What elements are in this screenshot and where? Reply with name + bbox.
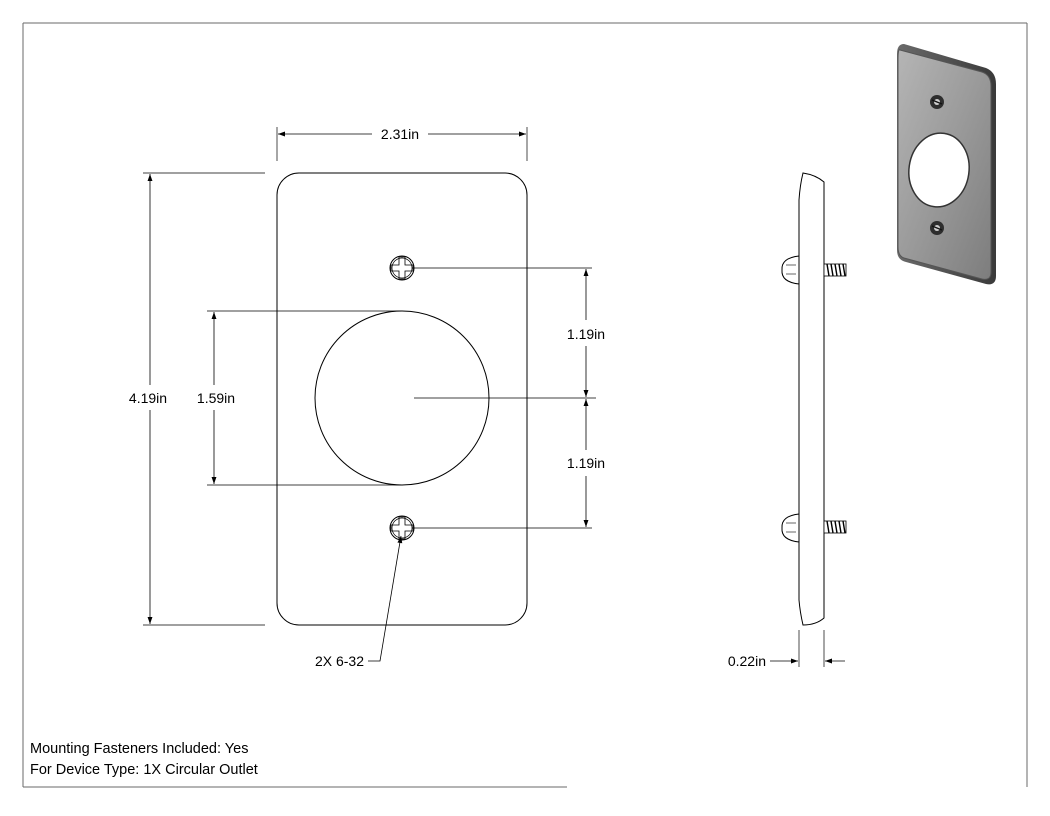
fasteners-note: Mounting Fasteners Included: Yes bbox=[30, 741, 249, 757]
plate-profile bbox=[798, 172, 825, 626]
fastener-callout-label: 2X 6-32 bbox=[315, 653, 364, 669]
upper-spacing-dimension: 1.19in bbox=[567, 269, 605, 397]
height-dimension: 4.19in bbox=[129, 174, 167, 624]
isometric-view bbox=[897, 44, 996, 285]
upper-spacing-label: 1.19in bbox=[567, 326, 605, 342]
side-view: 0.22in bbox=[728, 172, 847, 669]
thickness-label: 0.22in bbox=[728, 653, 766, 669]
lower-spacing-label: 1.19in bbox=[567, 455, 605, 471]
lower-side-screw bbox=[781, 513, 847, 543]
hole-diameter-dimension: 1.59in bbox=[197, 312, 235, 484]
fastener-leader: 2X 6-32 bbox=[315, 535, 403, 669]
hole-diameter-label: 1.59in bbox=[197, 390, 235, 406]
sheet-border bbox=[22, 22, 1028, 788]
height-label: 4.19in bbox=[129, 390, 167, 406]
width-dimension: 2.31in bbox=[278, 126, 526, 142]
upper-side-screw bbox=[781, 255, 847, 285]
lower-spacing-dimension: 1.19in bbox=[567, 399, 605, 527]
width-label: 2.31in bbox=[381, 126, 419, 142]
device-type-note: For Device Type: 1X Circular Outlet bbox=[30, 762, 258, 778]
thickness-dimension: 0.22in bbox=[728, 630, 845, 669]
extension-lines bbox=[143, 127, 596, 626]
upper-screw bbox=[389, 255, 415, 281]
plate-outline bbox=[276, 172, 528, 626]
front-view: 2.31in 4.19in 1.59in 1.19in 1.19in bbox=[129, 126, 605, 669]
lower-screw bbox=[389, 515, 415, 541]
drawing-notes: Mounting Fasteners Included: Yes For Dev… bbox=[30, 739, 258, 781]
